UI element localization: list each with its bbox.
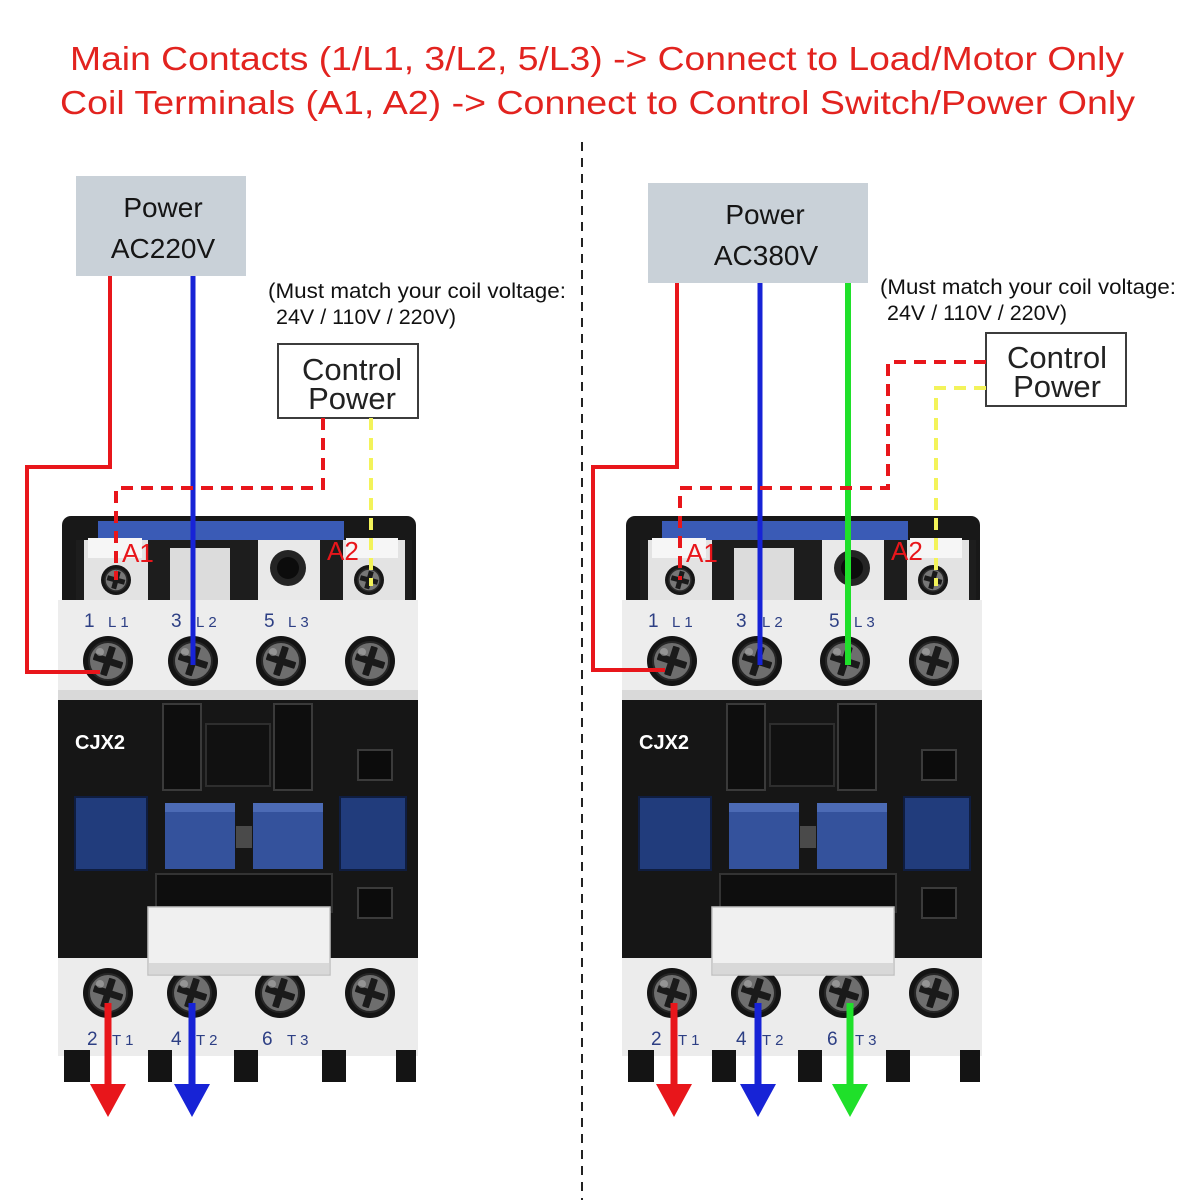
coil-voltage-note-line-2: 24V / 110V / 220V) bbox=[276, 305, 456, 329]
coil-wire-a1 bbox=[678, 360, 986, 580]
load-terminal-6-name: T3 bbox=[855, 1032, 881, 1049]
power-box-title: Power bbox=[725, 199, 804, 230]
power-box bbox=[648, 183, 868, 283]
coil-voltage-note-line-1: (Must match your coil voltage: bbox=[880, 275, 1176, 299]
line-terminal-5-number: 5 bbox=[264, 611, 275, 632]
control-power-box bbox=[985, 332, 1127, 407]
load-terminal-2-name: T1 bbox=[678, 1032, 704, 1049]
load-arrow-t2 bbox=[174, 1003, 210, 1117]
line-terminal-3-name: L2 bbox=[762, 614, 787, 631]
coil-wire-a2 bbox=[934, 386, 986, 586]
load-arrow-t1 bbox=[656, 1003, 692, 1117]
header-line-1: Main Contacts (1/L1, 3/L2, 5/L3) -> Conn… bbox=[70, 40, 1125, 77]
control-power-line-1: Control bbox=[302, 352, 402, 387]
contactor-model: CJX2 bbox=[639, 732, 689, 754]
header-line-2: Coil Terminals (A1, A2) -> Connect to Co… bbox=[60, 84, 1136, 121]
load-terminal-4-name: T2 bbox=[196, 1032, 222, 1049]
coil-wire-a1 bbox=[114, 418, 325, 580]
power-box-title: Power bbox=[123, 192, 202, 223]
control-power-line-1: Control bbox=[1007, 340, 1107, 375]
line-terminal-1-number: 1 bbox=[648, 611, 659, 632]
line-terminal-3-name: L2 bbox=[196, 614, 221, 631]
control-power-box bbox=[277, 343, 419, 419]
wire-l1 bbox=[591, 283, 679, 672]
coil-voltage-note-line-2: 24V / 110V / 220V) bbox=[887, 301, 1067, 325]
control-power-line-2: Power bbox=[1013, 369, 1101, 404]
line-terminal-1-name: L1 bbox=[108, 614, 133, 631]
load-terminal-4-name: T2 bbox=[762, 1032, 788, 1049]
control-power-line-2: Power bbox=[308, 381, 396, 416]
left-panel: Power AC220V (Must match your coil volta… bbox=[25, 176, 566, 1117]
load-terminal-6-number: 6 bbox=[262, 1029, 273, 1050]
line-terminal-3-number: 3 bbox=[171, 611, 182, 632]
contactor-model: CJX2 bbox=[75, 732, 125, 754]
line-terminal-5-number: 5 bbox=[829, 611, 840, 632]
contactor-left bbox=[58, 516, 418, 1082]
load-terminal-2-name: T1 bbox=[112, 1032, 138, 1049]
load-terminal-4-number: 4 bbox=[736, 1029, 747, 1050]
load-arrow-t2 bbox=[740, 1003, 776, 1117]
load-arrow-t3 bbox=[832, 1003, 868, 1117]
line-terminal-1-number: 1 bbox=[84, 611, 95, 632]
contactor-right bbox=[622, 516, 982, 1082]
line-terminal-3-number: 3 bbox=[736, 611, 747, 632]
load-terminal-6-number: 6 bbox=[827, 1029, 838, 1050]
line-terminal-1-name: L1 bbox=[672, 614, 697, 631]
load-terminal-2-number: 2 bbox=[651, 1029, 662, 1050]
power-box-voltage: AC380V bbox=[714, 240, 819, 271]
coil-label-a2: A2 bbox=[327, 536, 359, 566]
power-box-voltage: AC220V bbox=[111, 233, 216, 264]
coil-label-a1: A1 bbox=[122, 538, 154, 568]
coil-label-a2: A2 bbox=[891, 536, 923, 566]
coil-voltage-note-line-1: (Must match your coil voltage: bbox=[268, 279, 566, 303]
coil-label-a1: A1 bbox=[686, 538, 718, 568]
right-panel: Power AC380V (Must match your coil volta… bbox=[591, 183, 1176, 1117]
load-terminal-6-name: T3 bbox=[287, 1032, 313, 1049]
line-terminal-5-name: L3 bbox=[854, 614, 879, 631]
load-arrow-t1 bbox=[90, 1003, 126, 1117]
load-terminal-4-number: 4 bbox=[171, 1029, 182, 1050]
line-terminal-5-name: L3 bbox=[288, 614, 313, 631]
load-terminal-2-number: 2 bbox=[87, 1029, 98, 1050]
wire-l1 bbox=[25, 276, 112, 674]
power-box bbox=[76, 176, 246, 276]
